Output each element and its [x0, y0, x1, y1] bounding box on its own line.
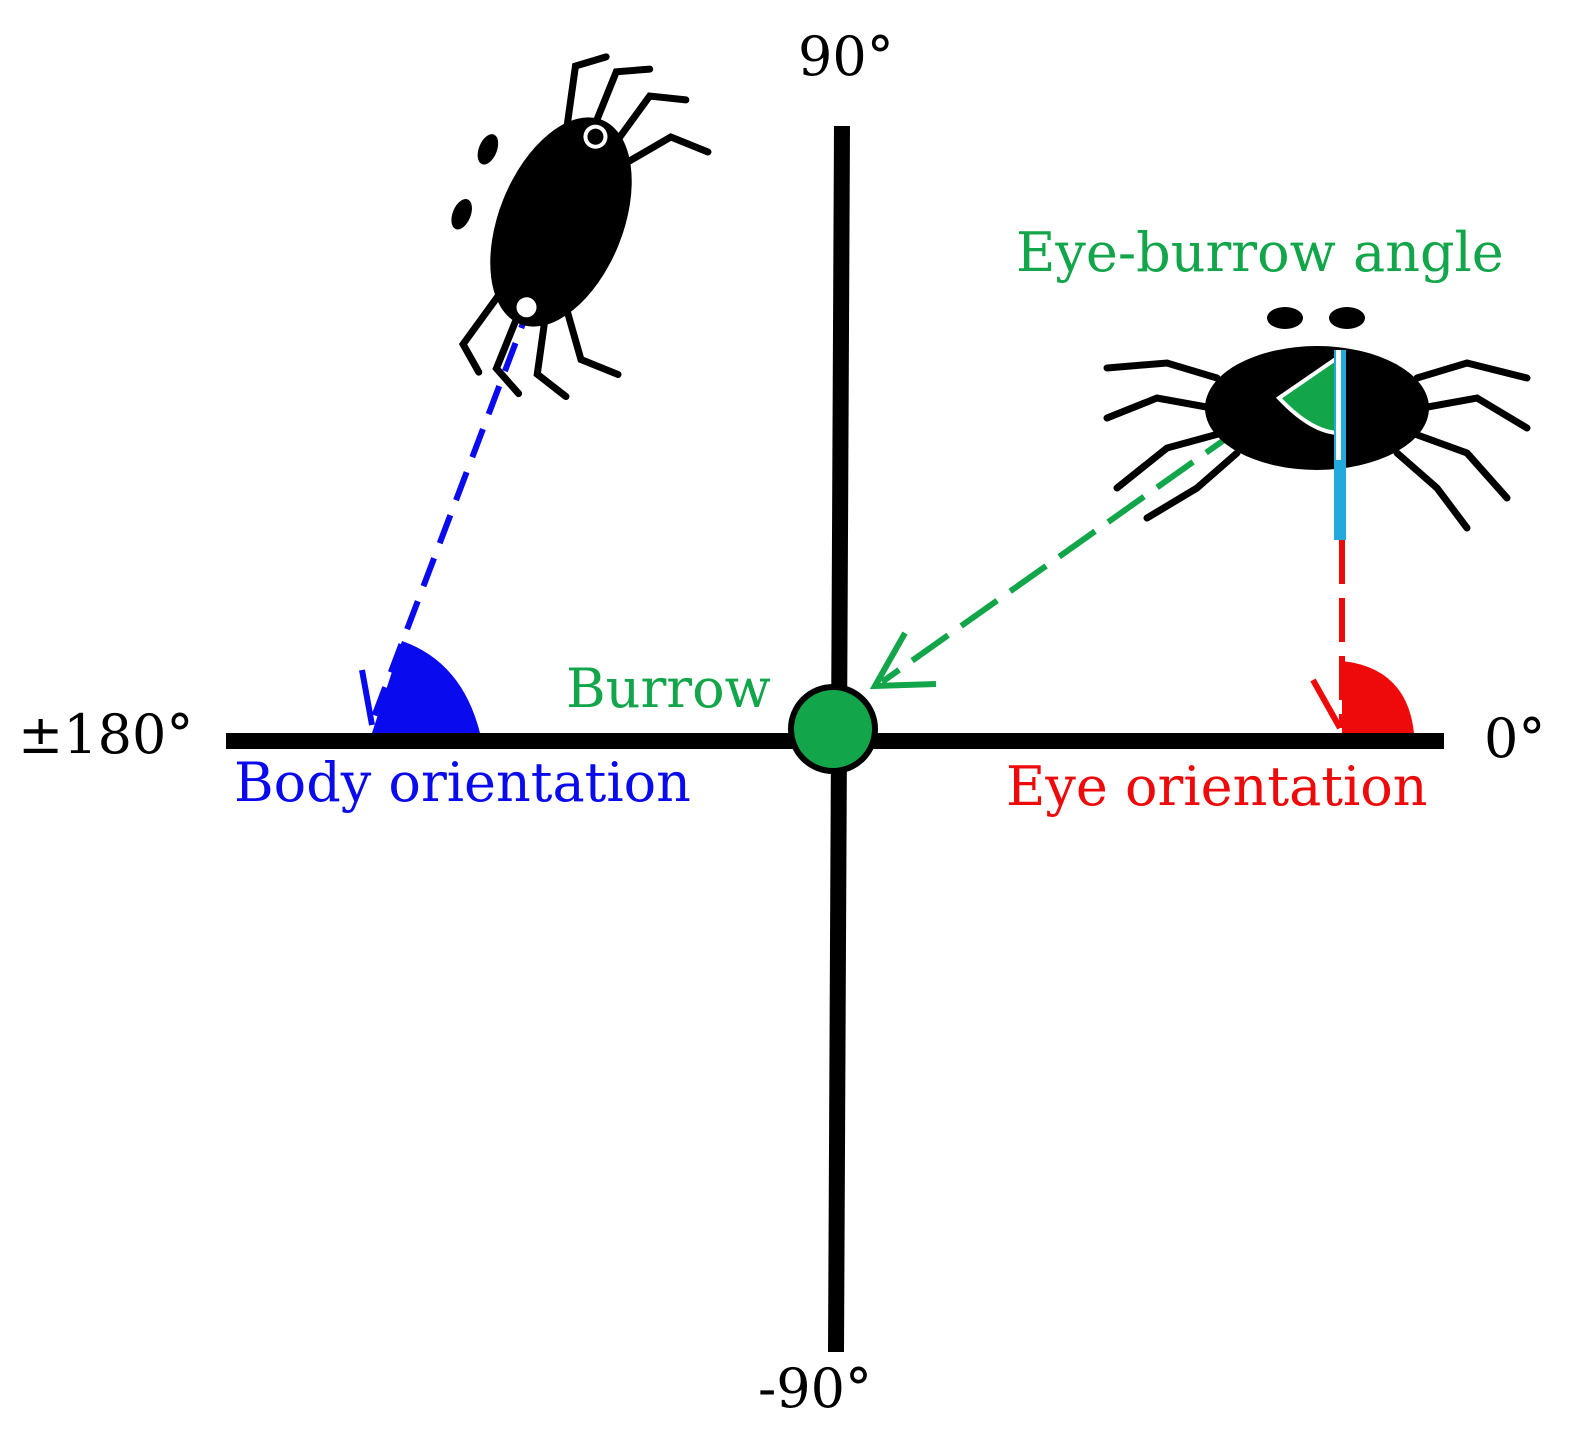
- eye-orientation-marker: [1310, 540, 1414, 733]
- label-eye-burrow-angle: Eye-burrow angle: [1016, 221, 1504, 284]
- heading-line-highlight: [1336, 350, 1341, 460]
- body-arrow-head-stroke: [359, 669, 375, 726]
- body-angle-arc: [372, 641, 480, 733]
- crab-icon: [451, 53, 712, 401]
- crab-body: [490, 117, 632, 327]
- crab-eye: [451, 199, 472, 230]
- eye-arrow-head-stroke: [1310, 678, 1343, 730]
- crab-marker-rear: [516, 297, 537, 318]
- label-180-degrees: ±180°: [18, 703, 194, 766]
- crab-icon: [1103, 307, 1531, 540]
- crab-eye: [1267, 307, 1303, 329]
- label-90-degrees: 90°: [798, 25, 894, 88]
- label-eye-orientation: Eye orientation: [1006, 755, 1428, 818]
- label-0-degrees: 0°: [1484, 707, 1546, 770]
- burrow-dot-icon: [788, 684, 878, 774]
- label-burrow: Burrow: [566, 657, 771, 720]
- eye-angle-arc: [1342, 661, 1414, 733]
- label-body-orientation: Body orientation: [234, 751, 691, 814]
- crab-eye: [1329, 307, 1365, 329]
- eye-burrow-arrow-head: [869, 631, 937, 690]
- crab-marker-front: [583, 124, 608, 149]
- label-minus-90-degrees: -90°: [758, 1357, 872, 1420]
- crab-eye: [477, 134, 499, 165]
